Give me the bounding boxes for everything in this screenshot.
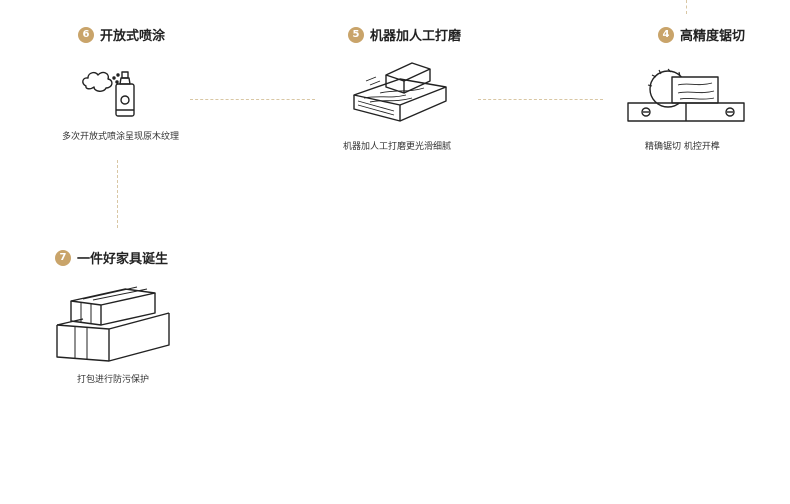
step-6-desc: 多次开放式喷涂呈现原木纹理 xyxy=(62,132,180,142)
table-saw-icon xyxy=(627,68,745,122)
step-6-heading: 6 开放式喷涂 xyxy=(78,25,165,44)
step-4-heading: 4 高精度锯切 xyxy=(658,25,745,44)
packaged-boxes-icon xyxy=(56,286,170,362)
step-4-badge: 4 xyxy=(658,26,674,43)
step-5-desc: 机器加人工打磨更光滑细腻 xyxy=(343,142,452,152)
step-7-badge: 7 xyxy=(55,249,71,266)
step-7-desc: 打包进行防污保护 xyxy=(77,375,150,385)
step-7-heading: 7 一件好家具诞生 xyxy=(55,248,168,267)
step-7-title: 一件好家具诞生 xyxy=(77,252,169,267)
connector-6-7 xyxy=(117,160,118,228)
step-6-title: 开放式喷涂 xyxy=(100,29,166,44)
step-6-badge: 6 xyxy=(78,26,94,43)
step-5-heading: 5 机器加人工打磨 xyxy=(348,25,461,44)
spray-can-icon xyxy=(82,71,135,117)
connector-5-4 xyxy=(478,99,603,100)
step-4-title: 高精度锯切 xyxy=(680,29,746,44)
step-5-badge: 5 xyxy=(348,26,364,43)
sanding-block-icon xyxy=(353,62,447,122)
connector-top-4 xyxy=(686,0,687,14)
step-4-desc: 精确锯切 机控开榫 xyxy=(645,142,720,152)
step-5-title: 机器加人工打磨 xyxy=(370,29,462,44)
connector-6-5 xyxy=(190,99,315,100)
